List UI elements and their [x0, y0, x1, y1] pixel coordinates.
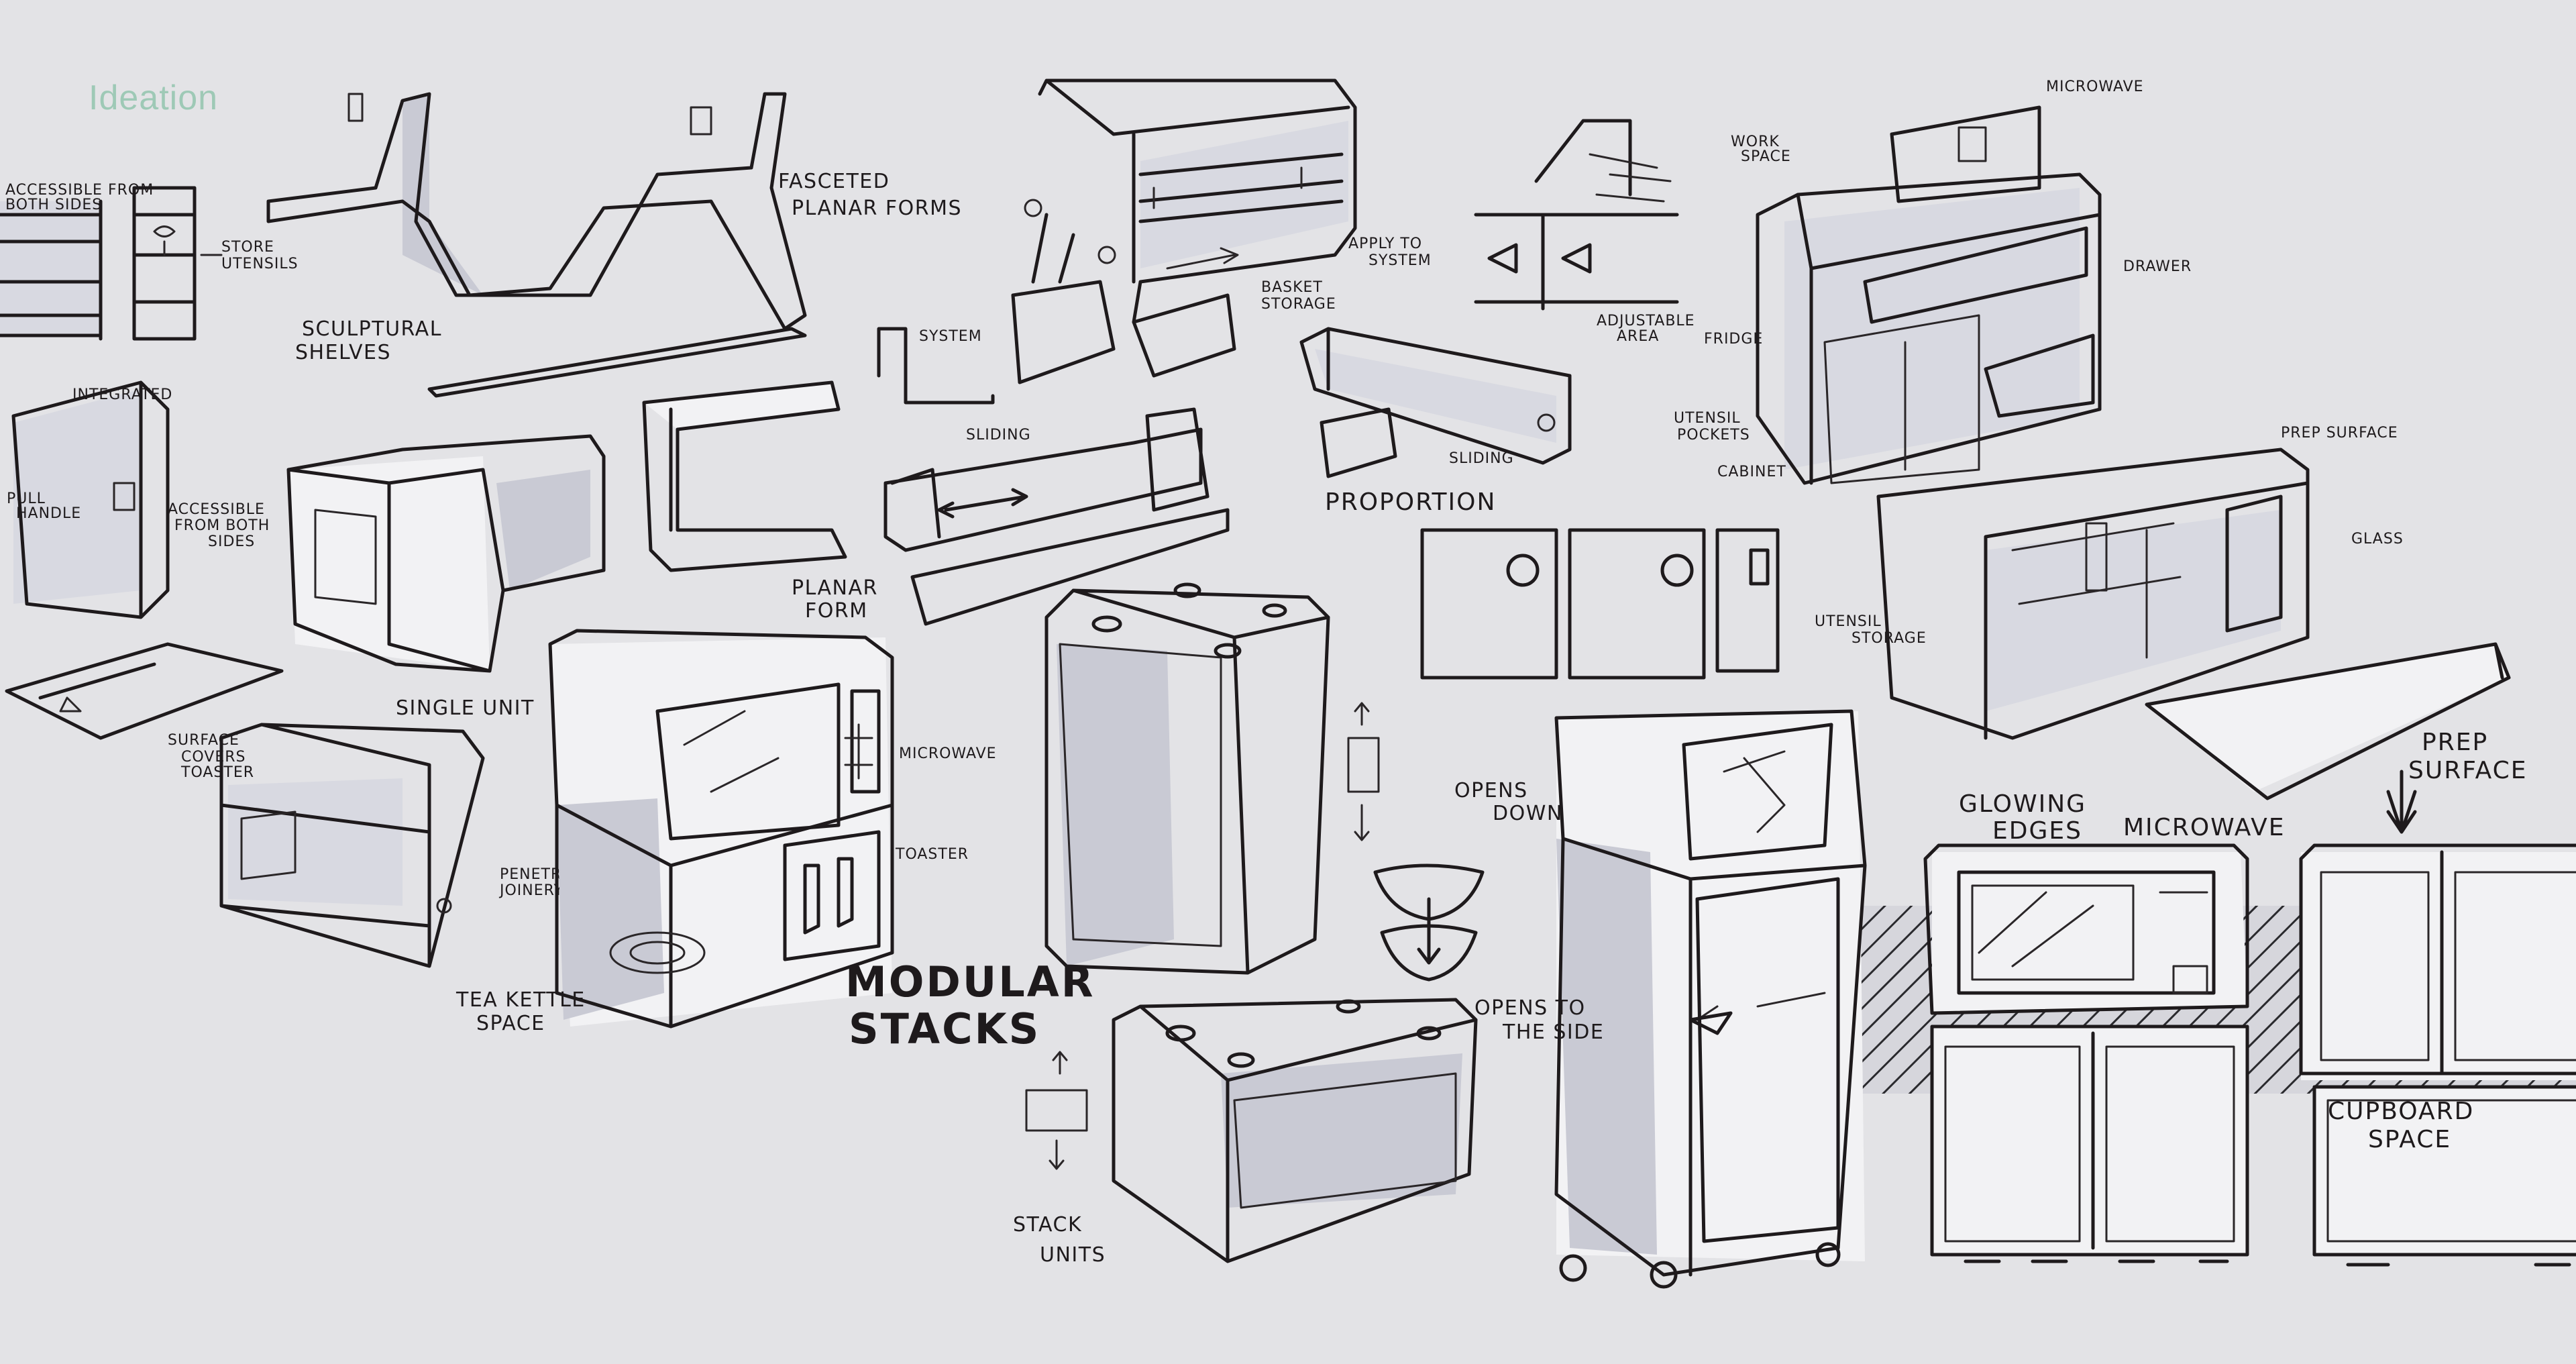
label-accessible: ACCESSIBLE	[168, 501, 265, 518]
label-fasceted-2: PLANAR FORMS	[792, 197, 962, 220]
label-work-space-2: SPACE	[1741, 148, 1791, 165]
label-single-unit: SINGLE UNIT	[396, 696, 535, 720]
label-opens-side-2: THE SIDE	[1502, 1020, 1604, 1044]
label-opens-down: OPENS	[1454, 779, 1528, 802]
wide-modular-cube-sketch	[1112, 998, 1478, 1263]
label-apply-to-system-2: SYSTEM	[1368, 252, 1432, 269]
label-accessible-2: FROM BOTH	[174, 517, 270, 534]
label-basket-2: STORAGE	[1261, 296, 1336, 313]
label-surface-covers-2: COVERS	[181, 749, 246, 766]
label-microwave-big: MICROWAVE	[2123, 814, 2286, 841]
shelf-sketch-left	[0, 186, 223, 341]
headline-modular: MODULAR	[845, 957, 1095, 1006]
label-cupboard: CUPBOARD	[2328, 1098, 2474, 1125]
label-adjustable-2: AREA	[1617, 328, 1659, 345]
label-glowing: GLOWING	[1959, 790, 2086, 818]
label-store-utensils: STORE	[221, 239, 274, 256]
adjustable-area-sketch	[1474, 119, 1679, 311]
label-planar-2: FORM	[805, 599, 868, 623]
label-adjustable: ADJUSTABLE	[1597, 313, 1695, 329]
label-opens-side: OPENS TO	[1474, 996, 1586, 1020]
label-toaster: TOASTER	[895, 846, 969, 863]
label-cabinet: CABINET	[1717, 464, 1786, 480]
label-pull-handle-2: HANDLE	[16, 505, 81, 522]
label-utensil-pockets: UTENSIL	[1674, 410, 1741, 427]
long-cabinet-sketch	[1876, 448, 2310, 740]
prep-surface-slab-sketch	[2145, 642, 2511, 834]
label-stack-units: STACK	[1013, 1213, 1082, 1237]
planar-form-sketch	[642, 380, 847, 572]
label-apply-to-system: APPLY TO	[1348, 235, 1422, 252]
label-planar: PLANAR	[792, 576, 878, 600]
label-system: SYSTEM	[919, 328, 982, 345]
surface-plate-sketch	[5, 642, 284, 740]
stack-arrows-2	[1025, 1051, 1088, 1170]
microwave-unit-sketch	[1923, 843, 2249, 1263]
label-microwave-top: MICROWAVE	[2046, 78, 2144, 95]
sculptural-shelves-sketch	[266, 92, 807, 398]
label-utensil-pockets-2: POCKETS	[1677, 427, 1750, 443]
label-prep-surface: PREP	[2422, 729, 2488, 756]
cupboard-unit-sketch	[2299, 843, 2576, 1267]
single-unit-sketch	[286, 434, 606, 673]
label-sliding-1: SLIDING	[966, 427, 1031, 443]
label-fridge: FRIDGE	[1704, 331, 1763, 348]
stack-arrows-1	[1347, 702, 1380, 841]
proportion-sketch	[1420, 528, 1780, 680]
sliding-roller-sketch	[1299, 327, 1572, 478]
workstation-top-sketch	[1756, 105, 2102, 485]
label-sliding-2: SLIDING	[1449, 450, 1514, 467]
label-work-space: WORK	[1731, 134, 1780, 150]
label-utensil-storage-2: STORAGE	[1851, 630, 1927, 647]
label-drawer: DRAWER	[2123, 258, 2192, 275]
tall-modular-cube-sketch	[1044, 582, 1330, 975]
bowl-stack-sketch	[1373, 863, 1485, 982]
label-opens-down-2: DOWN	[1493, 802, 1563, 825]
headline-stacks: STACKS	[849, 1004, 1040, 1053]
label-sculptural: SCULPTURAL	[302, 317, 442, 341]
label-prep-surface-2: SURFACE	[2408, 757, 2528, 784]
label-fasceted: FASCETED	[778, 170, 890, 193]
label-tea-kettle: TEA KETTLE	[455, 988, 586, 1012]
label-penetration-2: JOINERY	[498, 882, 564, 899]
system-rail-sketch	[877, 327, 1230, 626]
label-utensil-storage: UTENSIL	[1815, 613, 1882, 630]
label-surface-covers-3: TOASTER	[180, 764, 254, 781]
label-stack-units-2: UNITS	[1040, 1243, 1106, 1267]
label-glowing-2: EDGES	[1992, 817, 2082, 845]
label-prep-surface-top: PREP SURFACE	[2281, 425, 2398, 441]
page-title: Ideation	[89, 78, 219, 117]
microwave-toaster-stack-sketch	[548, 629, 894, 1029]
label-basket: BASKET	[1261, 279, 1323, 296]
penetration-joinery-sketch	[219, 723, 485, 968]
basket-storage-sketch	[1011, 78, 1357, 384]
label-accessible-both-sides-2: BOTH SIDES	[5, 197, 102, 213]
integrated-box-sketch	[11, 380, 170, 619]
label-accessible-both-sides: ACCESSIBLE FROM	[5, 182, 154, 199]
label-integrated: INTEGRATED	[72, 386, 172, 403]
label-glass: GLASS	[2351, 531, 2404, 547]
label-pull-handle: PULL	[7, 490, 46, 507]
label-cupboard-2: SPACE	[2368, 1126, 2451, 1153]
label-proportion: PROPORTION	[1325, 488, 1496, 516]
label-store-utensils-2: UTENSILS	[221, 256, 299, 272]
label-microwave-small: MICROWAVE	[899, 745, 997, 762]
label-accessible-3: SIDES	[208, 533, 255, 550]
label-sculptural-2: SHELVES	[295, 341, 391, 364]
fridge-stack-sketch	[1554, 709, 1867, 1289]
label-tea-kettle-2: SPACE	[476, 1012, 545, 1035]
